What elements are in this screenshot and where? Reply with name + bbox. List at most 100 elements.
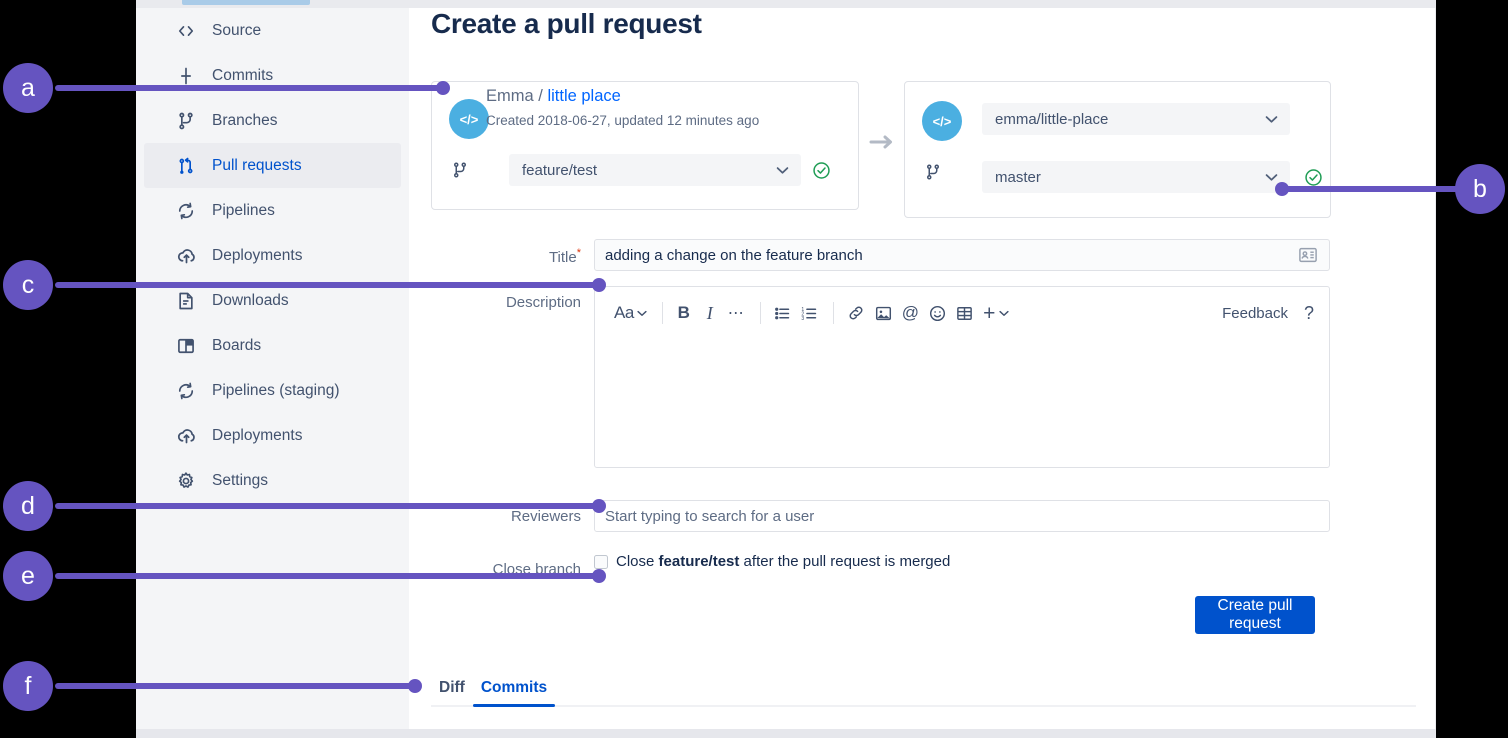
diff-commits-tabs: Diff Commits	[431, 679, 1416, 707]
commits-icon	[174, 64, 198, 88]
sidebar-item-label: Pipelines	[212, 201, 275, 219]
link-button[interactable]	[843, 299, 869, 327]
repository-sidebar: Source Commits Branches Pull requests	[136, 8, 409, 730]
sidebar-item-label: Boards	[212, 336, 262, 354]
required-asterisk: *	[576, 247, 581, 259]
feedback-button[interactable]: Feedback	[1222, 304, 1288, 322]
emoji-button[interactable]	[925, 299, 950, 327]
callout-c-leader-line	[55, 282, 601, 288]
sidebar-item-branches[interactable]: Branches	[144, 98, 401, 143]
destination-branch-value: master	[995, 168, 1041, 186]
title-label: Title*	[439, 247, 581, 266]
template-card-icon[interactable]	[1299, 247, 1317, 263]
italic-label: I	[706, 302, 713, 323]
callout-c: c	[3, 260, 53, 310]
callout-a-endpoint	[436, 81, 450, 95]
sidebar-item-label: Deployments	[212, 426, 303, 444]
callout-d-label: d	[21, 491, 35, 520]
callout-d-endpoint	[592, 499, 606, 513]
bullet-list-button[interactable]	[770, 299, 795, 327]
sidebar-item-label: Branches	[212, 111, 278, 129]
mention-label: @	[901, 303, 920, 322]
reviewers-input[interactable]	[594, 500, 1330, 532]
callout-d-leader-line	[55, 503, 601, 509]
toolbar-divider	[759, 302, 761, 324]
app-bottom-strip	[136, 729, 1436, 738]
sidebar-item-label: Pipelines (staging)	[212, 381, 340, 399]
source-owner: Emma	[486, 87, 534, 105]
callout-e-endpoint	[592, 569, 606, 583]
sidebar-item-pipelines[interactable]: Pipelines	[144, 188, 401, 233]
callout-c-label: c	[21, 270, 35, 299]
sidebar-item-boards[interactable]: Boards	[144, 323, 401, 368]
downloads-icon	[174, 289, 198, 313]
source-branch-value: feature/test	[522, 161, 598, 179]
destination-repo-select[interactable]: emma/little-place	[982, 103, 1290, 135]
source-separator: /	[533, 87, 548, 105]
sidebar-item-downloads[interactable]: Downloads	[144, 278, 401, 323]
create-pull-request-button[interactable]: Create pull request	[1195, 596, 1315, 634]
toolbar-divider	[661, 302, 663, 324]
reviewers-label: Reviewers	[510, 508, 581, 525]
sidebar-item-source[interactable]: Source	[144, 8, 401, 53]
branch-icon	[174, 109, 198, 133]
mention-button[interactable]: @	[898, 299, 923, 327]
title-label-text: Title	[548, 249, 577, 266]
text-style-button[interactable]: Aa	[610, 299, 651, 327]
title-input[interactable]	[594, 239, 1330, 271]
sidebar-item-label: Commits	[212, 66, 274, 84]
pipelines-icon	[174, 199, 198, 223]
code-icon	[174, 19, 198, 43]
italic-button[interactable]: I	[698, 299, 722, 327]
sidebar-item-commits[interactable]: Commits	[144, 53, 401, 98]
callout-f: f	[3, 661, 53, 711]
sidebar-item-deployments-2[interactable]: Deployments	[144, 413, 401, 458]
pull-request-icon	[174, 154, 198, 178]
tab-diff[interactable]: Diff	[439, 679, 465, 696]
insert-more-label: +	[983, 301, 996, 325]
gear-icon	[174, 469, 198, 493]
callout-e-leader-line	[55, 573, 601, 579]
sidebar-item-settings[interactable]: Settings	[144, 458, 401, 503]
close-branch-branch-name: feature/test	[658, 553, 740, 570]
sidebar-item-label: Pull requests	[212, 156, 302, 174]
source-branch-select[interactable]: feature/test	[509, 154, 801, 186]
callout-e-label: e	[21, 561, 35, 590]
chevron-down-icon	[776, 162, 789, 179]
close-branch-suffix: after the pull request is merged	[739, 553, 951, 570]
tabs-row: Diff Commits	[431, 679, 1416, 707]
destination-status-check-circle-icon	[1304, 168, 1322, 186]
sidebar-item-label: Source	[212, 21, 262, 39]
browser-top-strip	[136, 0, 1436, 8]
toolbar-divider	[832, 302, 834, 324]
image-button[interactable]	[871, 299, 896, 327]
tab-commits[interactable]: Commits	[472, 679, 556, 707]
destination-branch-select[interactable]: master	[982, 161, 1290, 193]
sidebar-item-label: Deployments	[212, 246, 303, 264]
callout-b-endpoint	[1275, 182, 1289, 196]
source-status-check-circle-icon	[812, 161, 830, 179]
bold-label: B	[677, 303, 690, 322]
source-repo-link[interactable]: little place	[547, 87, 621, 105]
sidebar-item-deployments[interactable]: Deployments	[144, 233, 401, 278]
callout-b-leader-line	[1285, 186, 1460, 192]
table-button[interactable]	[952, 299, 977, 327]
insert-more-button[interactable]: +	[979, 299, 1013, 327]
code-repo-icon: </>	[922, 101, 962, 141]
bold-button[interactable]: B	[672, 299, 696, 327]
sidebar-item-pull-requests[interactable]: Pull requests	[144, 143, 401, 188]
page-title: Create a pull request	[431, 8, 702, 39]
more-label: ⋯	[727, 305, 745, 322]
callout-d: d	[3, 481, 53, 531]
help-icon[interactable]: ?	[1303, 302, 1314, 323]
close-branch-checkbox[interactable]	[594, 554, 608, 569]
branch-icon	[922, 161, 944, 183]
more-formatting-button[interactable]: ⋯	[724, 299, 749, 327]
callout-a-leader-line	[55, 85, 445, 91]
browser-tab-sliver	[182, 0, 310, 5]
sidebar-item-pipelines-staging[interactable]: Pipelines (staging)	[144, 368, 401, 413]
destination-repo-value: emma/little-place	[995, 110, 1109, 128]
